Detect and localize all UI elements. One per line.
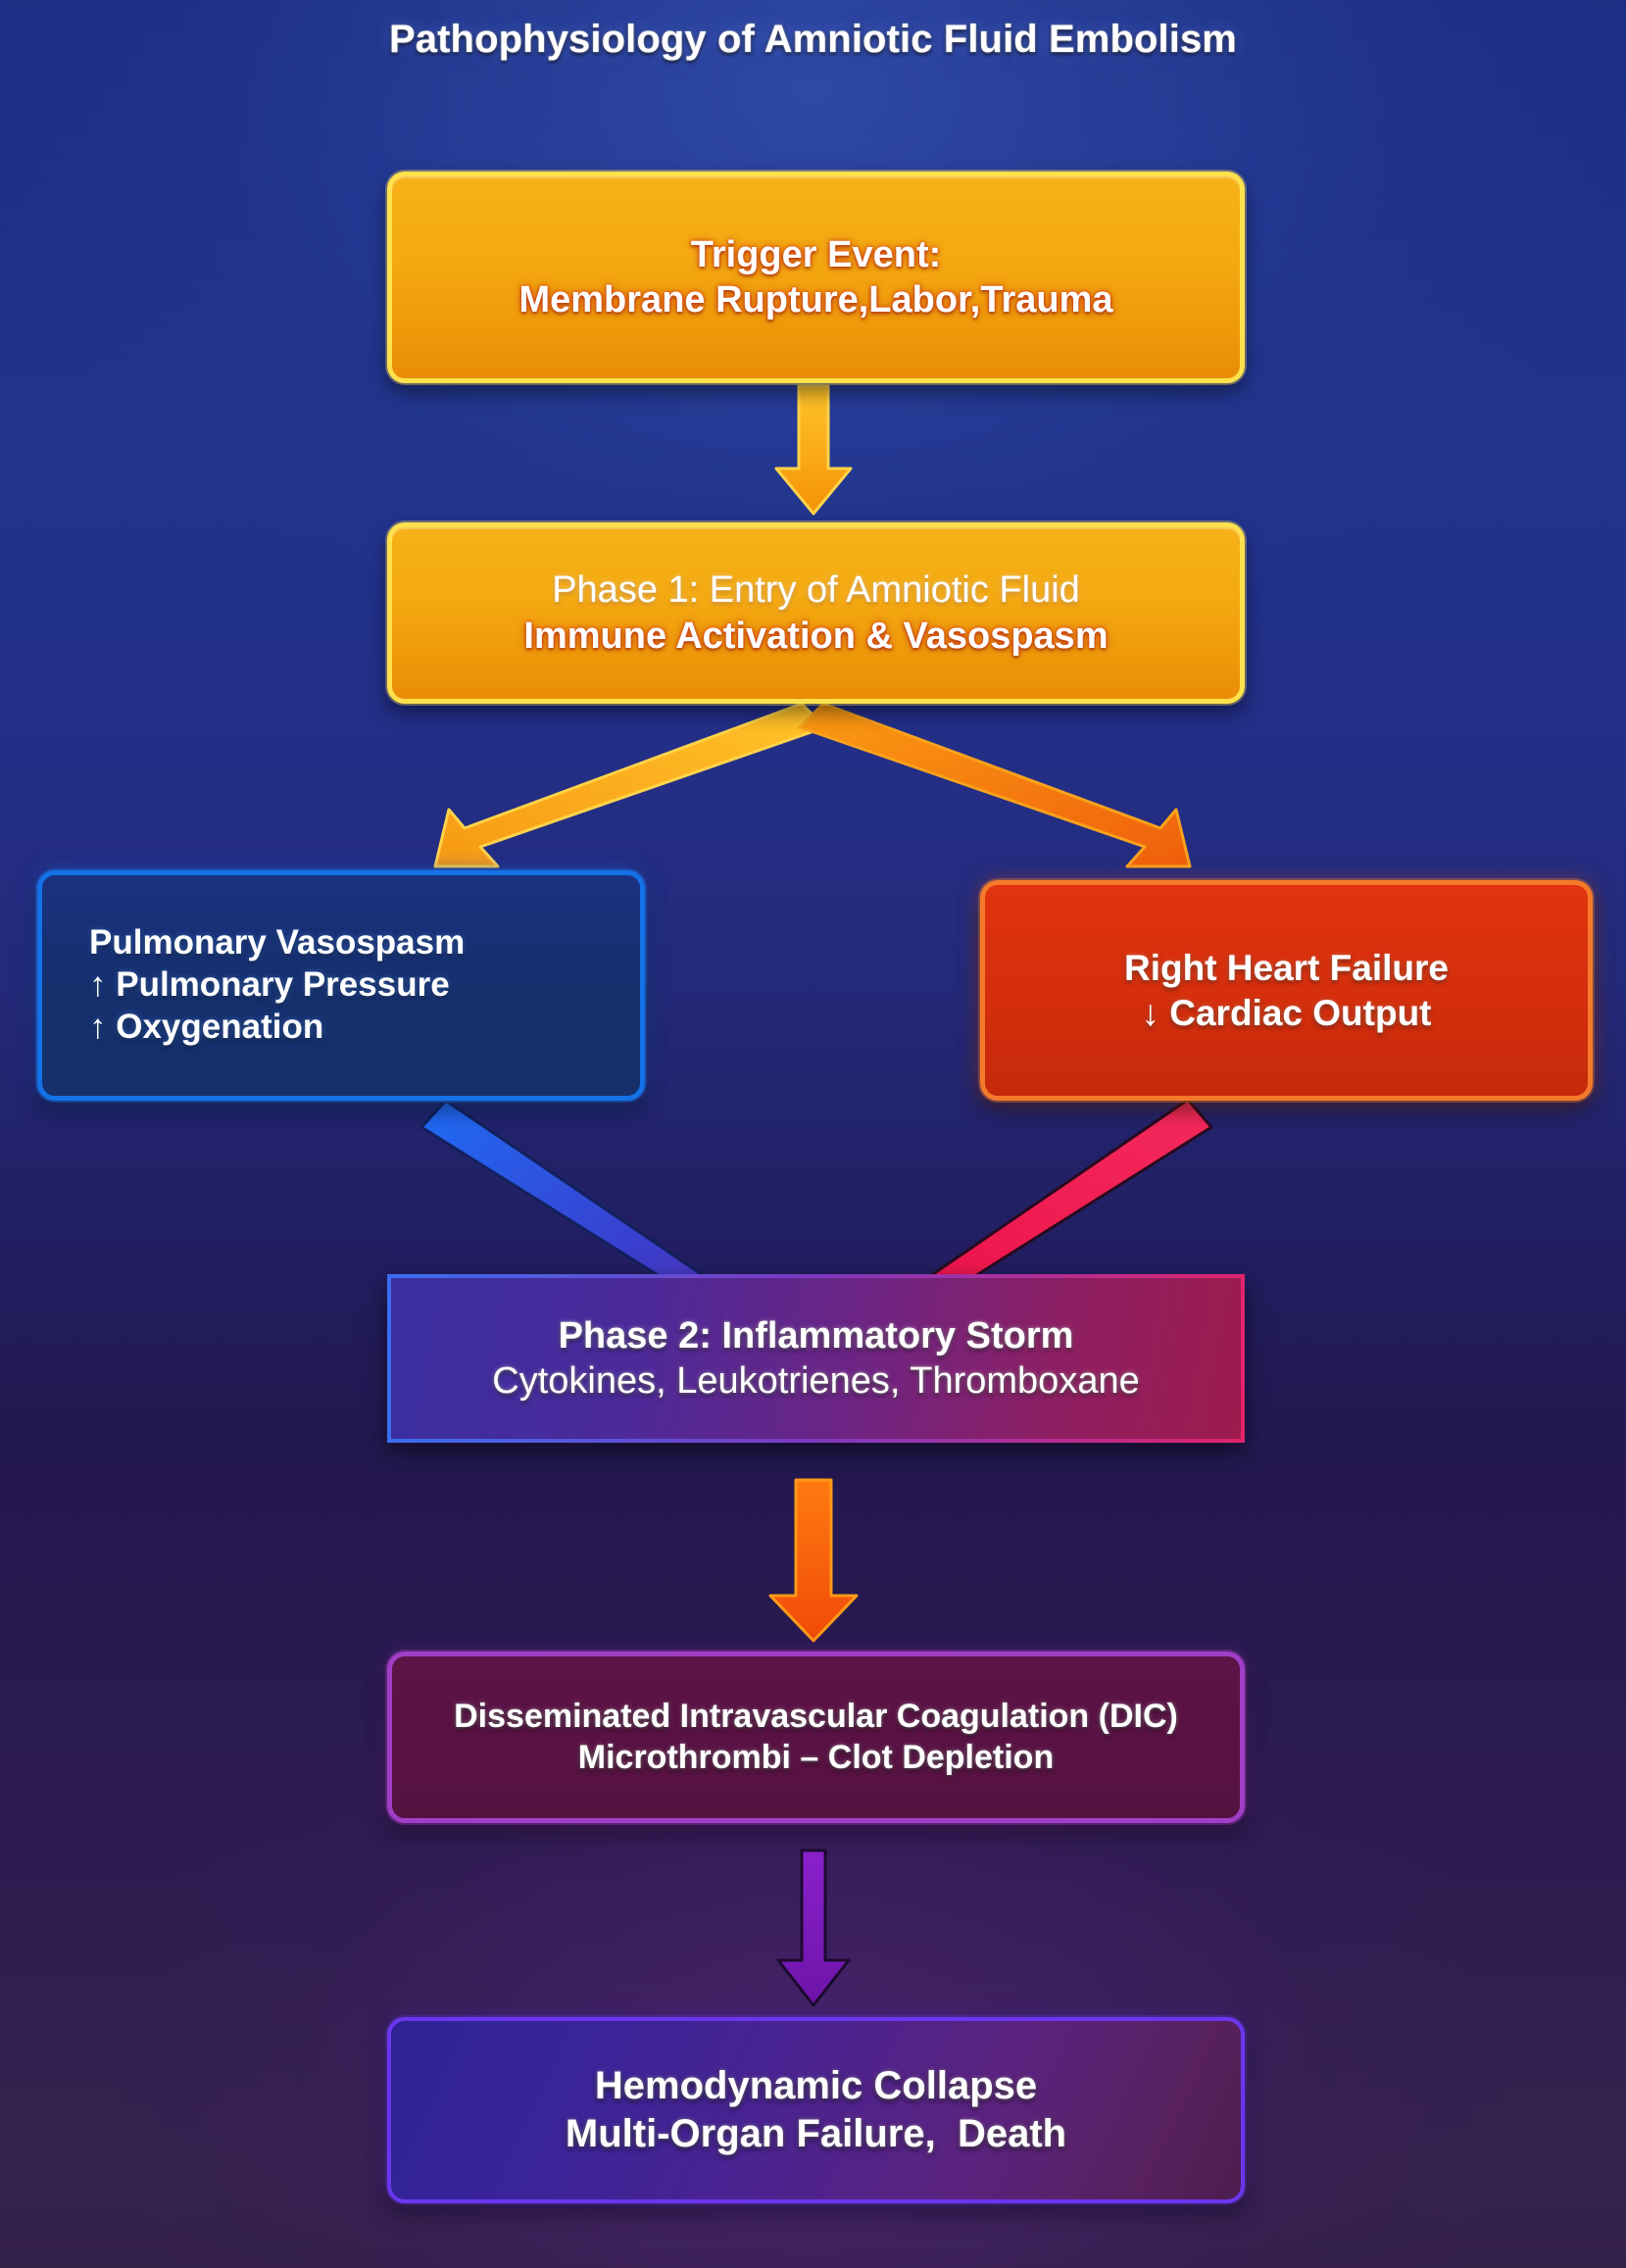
node-dic[interactable]: Disseminated Intravascular Coagulation (…	[387, 1652, 1245, 1823]
node-hemodynamic-collapse[interactable]: Hemodynamic Collapse Multi-Organ Failure…	[387, 2017, 1245, 2203]
node-phase-2-inflammatory-storm[interactable]: Phase 2: Inflammatory Storm Cytokines, L…	[387, 1274, 1245, 1443]
node-right-heart-failure-line-1: Right Heart Failure	[1124, 948, 1449, 989]
node-phase-1[interactable]: Phase 1: Entry of Amniotic Fluid Immune …	[387, 522, 1245, 704]
arrow-phase1-to-pulmonary	[433, 702, 827, 868]
node-pulmonary-vasospasm-line-1: Pulmonary Vasospasm	[89, 923, 466, 962]
node-pulmonary-vasospasm-line-2: ↑ Pulmonary Pressure	[89, 965, 450, 1005]
node-right-heart-failure-line-2: ↓ Cardiac Output	[1141, 992, 1432, 1033]
page-title: Pathophysiology of Amniotic Fluid Emboli…	[389, 18, 1237, 61]
node-dic-line-1: Disseminated Intravascular Coagulation (…	[454, 1698, 1178, 1736]
arrow-phase2-to-dic	[768, 1478, 859, 1643]
node-pulmonary-vasospasm-line-3: ↑ Oxygenation	[89, 1007, 324, 1046]
node-trigger-event[interactable]: Trigger Event: Membrane Rupture,Labor,Tr…	[387, 172, 1245, 383]
arrow-phase1-to-right-heart	[798, 702, 1192, 868]
node-trigger-event-line-2: Membrane Rupture,Labor,Trauma	[518, 279, 1113, 320]
node-phase-1-line-2: Immune Activation & Vasospasm	[523, 615, 1109, 657]
node-collapse-line-1: Hemodynamic Collapse	[594, 2064, 1038, 2108]
node-collapse-line-2: Multi-Organ Failure, Death	[565, 2112, 1067, 2155]
node-phase-2-line-1: Phase 2: Inflammatory Storm	[558, 1314, 1074, 1356]
node-trigger-event-line-1: Trigger Event:	[690, 233, 942, 275]
node-dic-line-2: Microthrombi – Clot Depletion	[577, 1738, 1055, 1776]
node-phase-1-line-1: Phase 1: Entry of Amniotic Fluid	[552, 569, 1080, 612]
node-phase-2-line-2: Cytokines, Leukotrienes, Thromboxane	[492, 1360, 1140, 1402]
node-right-heart-failure[interactable]: Right Heart Failure ↓ Cardiac Output	[980, 880, 1593, 1101]
arrow-trigger-to-phase1	[774, 384, 853, 516]
arrow-dic-to-collapse	[776, 1849, 851, 2007]
node-pulmonary-vasospasm[interactable]: Pulmonary Vasospasm ↑ Pulmonary Pressure…	[37, 870, 645, 1101]
